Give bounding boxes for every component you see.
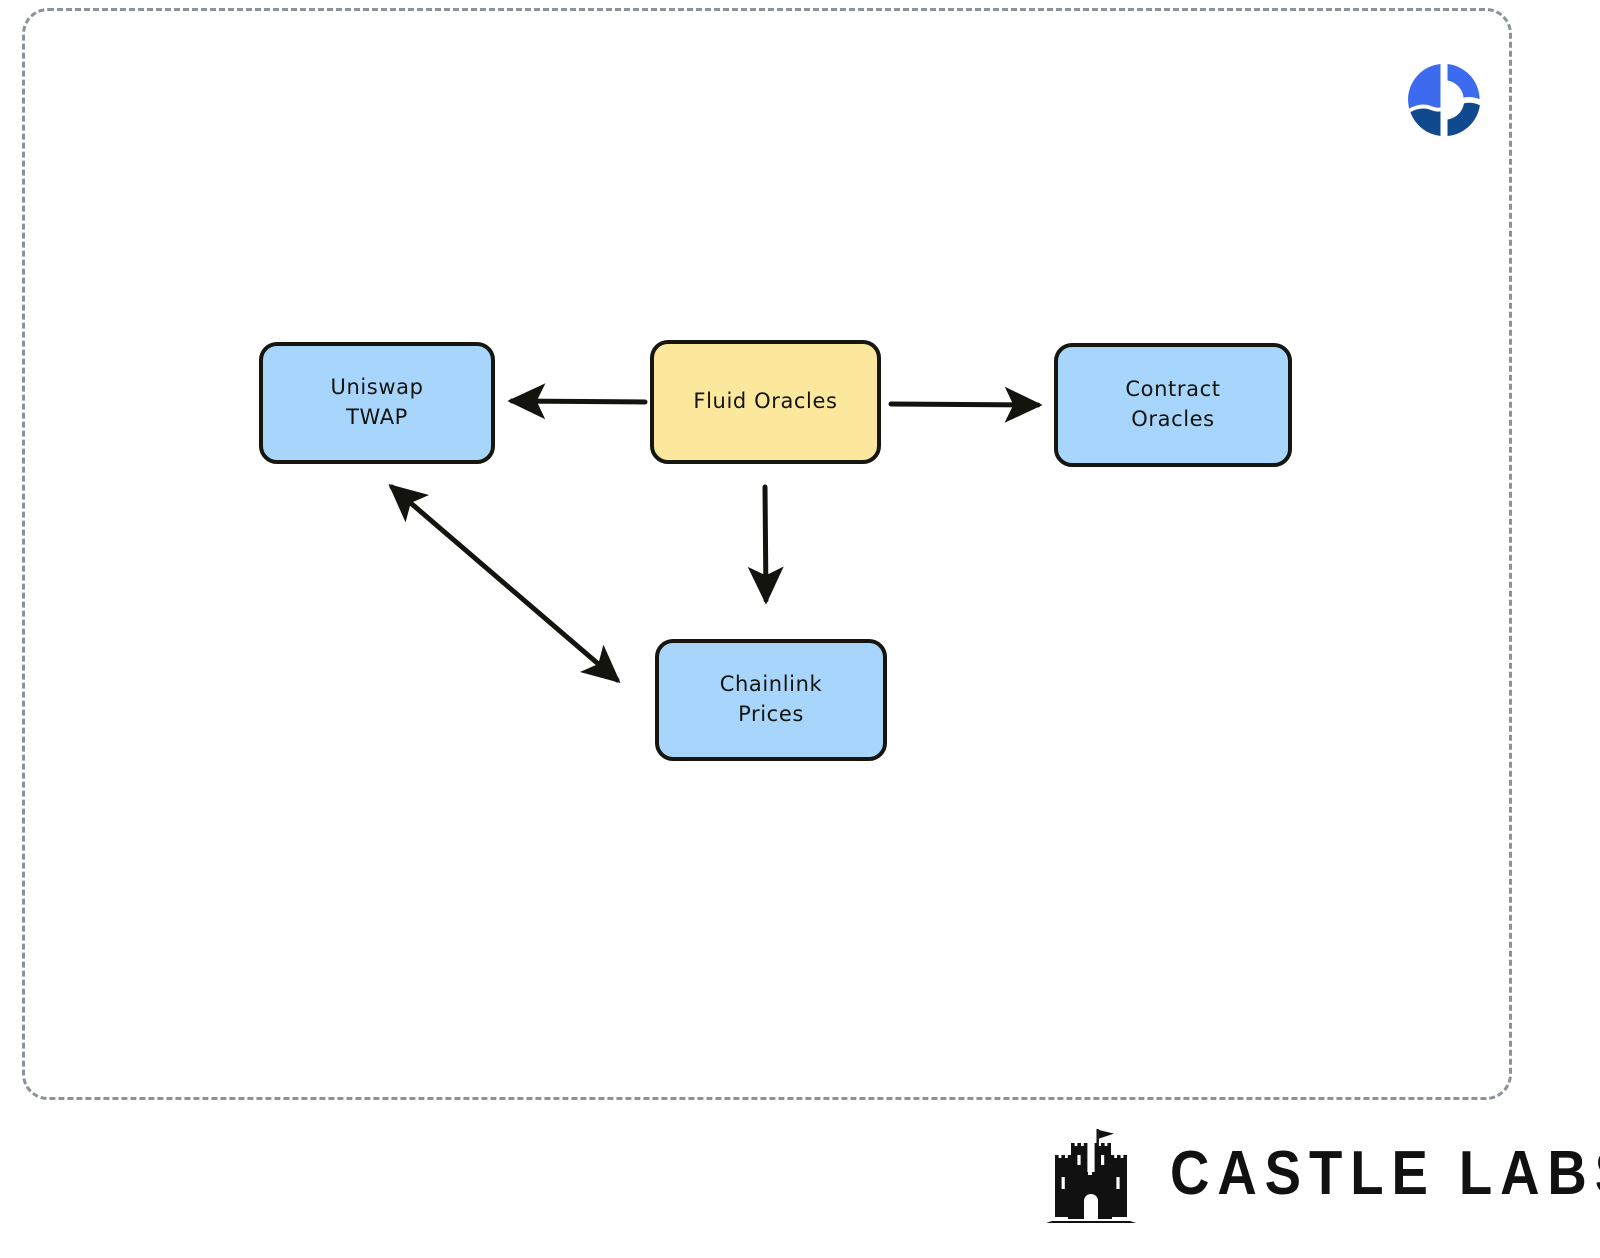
node-contract-oracles[interactable]: Contract Oracles (1054, 343, 1292, 467)
castle-labs-wordmark: CASTLE LABS (1170, 1139, 1600, 1208)
node-contract-oracles-label: Contract Oracles (1125, 377, 1221, 431)
edge-fluid-to-chainlink (747, 484, 784, 605)
castle-icon (1046, 1129, 1136, 1223)
node-fluid-oracles-label: Fluid Oracles (693, 389, 838, 414)
node-uniswap-twap[interactable]: Uniswap TWAP (259, 342, 495, 464)
canvas-frame (22, 8, 1512, 1100)
node-chainlink-prices-label: Chainlink Prices (719, 672, 823, 726)
edge-uniswap-chainlink (388, 483, 621, 684)
castle-labs-logo: CASTLE LABS (1046, 1122, 1600, 1226)
node-uniswap-twap-label: Uniswap TWAP (330, 375, 424, 429)
node-fluid-oracles[interactable]: Fluid Oracles (650, 340, 881, 464)
fluid-logo-mark (1407, 64, 1480, 136)
node-chainlink-prices[interactable]: Chainlink Prices (655, 639, 887, 761)
edge-fluid-to-contract (888, 386, 1043, 423)
edge-fluid-to-uniswap (507, 383, 648, 420)
